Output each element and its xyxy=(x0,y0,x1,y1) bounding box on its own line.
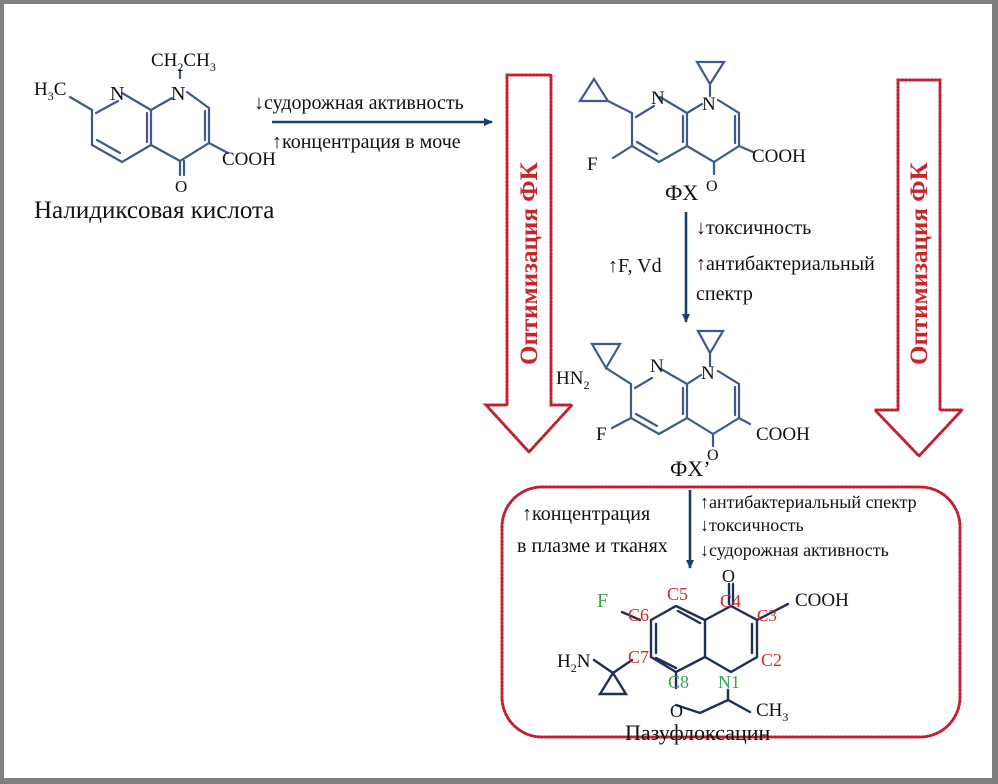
nalidixic-acid-name: Налидиксовая кислота xyxy=(34,197,274,224)
left-optimization-arrow: Оптимизация ФК xyxy=(482,73,576,455)
nalidixic-h3c-label: H3C xyxy=(34,79,66,103)
pazufloxacin-structure: O COOH F H2N O CH3 C5 C4 C3 C6 C7 C2 C8 … xyxy=(557,566,849,745)
nalidixic-bonds xyxy=(68,68,230,177)
step2-line1: ↓токсичность xyxy=(696,217,811,239)
atom-label-c4: C4 xyxy=(720,591,741,611)
fx-bonds xyxy=(577,60,755,176)
diagram-canvas: H3C N N CH2CH3 COOH O Налидиксовая кисло… xyxy=(4,4,992,778)
atom-label-n1: N1 xyxy=(718,672,740,692)
atom-label-c3: C3 xyxy=(757,606,777,625)
step2-line2: ↑антибактериальный xyxy=(696,253,875,275)
right-optimization-label: Оптимизация ФК xyxy=(906,162,933,365)
fx-f-label: F xyxy=(587,154,598,175)
atom-label-c2: C2 xyxy=(761,650,782,670)
atom-label-c8: C8 xyxy=(668,672,689,692)
step1-transition: ↓судорожная активность ↑концентрация в м… xyxy=(254,92,493,153)
left-dotted-arrow-outline xyxy=(482,73,576,455)
atom-label-c5: C5 xyxy=(667,584,688,604)
step3-left-line2: в плазме и тканях xyxy=(517,535,668,557)
nalidixic-acid-structure: H3C N N CH2CH3 COOH O Налидиксовая кисло… xyxy=(34,50,276,224)
step3-right-line2: ↓токсичность xyxy=(700,515,804,535)
fx-name: ФХ xyxy=(665,180,698,205)
fx-prime-f-label: F xyxy=(596,424,607,445)
fx-prime-o-label: O xyxy=(707,447,719,464)
step2-transition: ↑F, Vd ↓токсичность ↑антибактериальный с… xyxy=(608,212,875,323)
right-dotted-arrow-outline xyxy=(871,78,966,459)
nalidixic-o-label: O xyxy=(175,177,187,196)
pazufloxacin-bonds xyxy=(592,582,790,715)
fx-prime-bonds xyxy=(590,329,752,448)
nalidixic-cooh-label: COOH xyxy=(222,149,276,170)
step3-left-line1: ↑концентрация xyxy=(522,503,650,525)
pazufloxacin-carbonyl-o: O xyxy=(722,566,735,586)
fx-prime-name: ФХ’ xyxy=(670,456,711,481)
diagram-svg: H3C N N CH2CH3 COOH O Налидиксовая кисло… xyxy=(34,50,966,745)
pazufloxacin-f-label: F xyxy=(597,590,608,612)
left-optimization-label: Оптимизация ФК xyxy=(516,162,543,365)
pazufloxacin-ch3-label: CH3 xyxy=(756,700,788,724)
atom-label-c6: C6 xyxy=(628,605,649,625)
step3-transition: ↑концентрация в плазме и тканях ↑антибак… xyxy=(517,490,917,569)
fx-prime-hn2-label: HN2 xyxy=(556,368,589,392)
right-optimization-arrow: Оптимизация ФК xyxy=(871,78,966,459)
pazufloxacin-ether-o: O xyxy=(670,701,683,721)
step1-increase-label: ↑концентрация в моче xyxy=(272,131,461,153)
step2-left-label: ↑F, Vd xyxy=(608,255,662,277)
fx-prime-n1-label: N xyxy=(701,363,715,384)
fx-n8-label: N xyxy=(651,88,665,109)
step3-right-line1: ↑антибактериальный спектр xyxy=(700,492,917,512)
fx-prime-structure: HN2 N N F COOH O ФХ’ xyxy=(556,329,810,481)
pazufloxacin-highlight-box xyxy=(500,485,962,739)
pazufloxacin-h2n-label: H2N xyxy=(557,651,591,675)
fx-structure: N N F COOH O ФХ xyxy=(577,60,806,205)
step1-decrease-label: ↓судорожная активность xyxy=(254,92,464,114)
pazufloxacin-name: Пазуфлоксацин xyxy=(625,720,771,745)
step3-right-line3: ↓судорожная активность xyxy=(700,540,889,560)
step2-line3: спектр xyxy=(696,283,753,305)
fx-n1-label: N xyxy=(702,94,716,115)
fx-o-label: O xyxy=(706,178,718,195)
atom-label-c7: C7 xyxy=(628,647,649,667)
nalidixic-n8-label: N xyxy=(110,83,124,105)
fx-cooh-label: COOH xyxy=(752,146,806,167)
pazufloxacin-cooh-label: COOH xyxy=(795,590,849,611)
fx-prime-cooh-label: COOH xyxy=(756,424,810,445)
nalidixic-ethyl-label: CH2CH3 xyxy=(151,50,216,74)
fx-prime-n8-label: N xyxy=(650,356,664,377)
nalidixic-n1-label: N xyxy=(171,83,185,105)
